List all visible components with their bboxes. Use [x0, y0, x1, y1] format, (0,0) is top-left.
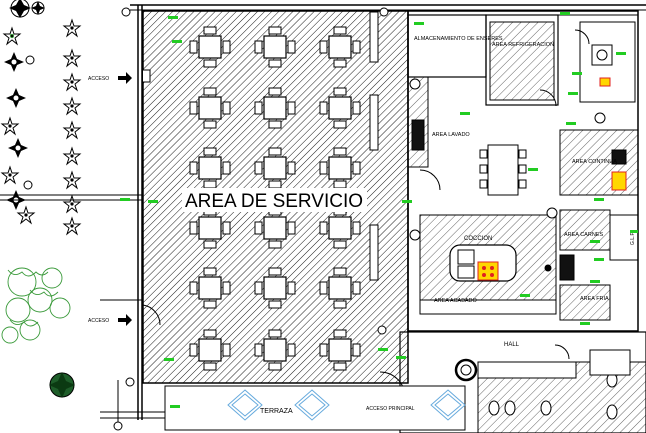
terrace-label: TERRAZA	[260, 408, 293, 415]
tree-icon	[49, 372, 75, 398]
entrances-left: ACCESO ACCESO	[88, 72, 132, 326]
service-area: AREA DE SERVICIO	[142, 10, 409, 384]
terrace: TERRAZA	[164, 385, 466, 431]
shrub-icon	[4, 52, 24, 72]
washing-label: AREA LAVADO	[432, 132, 470, 138]
glp-label: G.L.P	[630, 232, 636, 245]
grid-markers	[113, 7, 389, 431]
plant-column	[63, 19, 81, 235]
entrance-top-label: ACCESO	[88, 76, 109, 82]
entrance-main-label: ACCESO PRINCIPAL	[366, 406, 415, 412]
service-area-label: AREA DE SERVICIO	[185, 191, 363, 212]
room-labels: ALMACENAMIENTO DE ENSERES AREA REFRIGERA…	[366, 36, 636, 412]
star-plant-icon	[1, 166, 19, 184]
refrigeration-label: AREA REFRIGERACION	[492, 42, 554, 48]
lower-right	[379, 331, 646, 433]
shrub-icon	[6, 88, 26, 108]
counter-label: AREA CONTINUA	[572, 159, 617, 165]
meat-label: AREA CARNES	[564, 232, 603, 238]
hall-label: HALL	[504, 342, 520, 348]
kitchen-block	[407, 10, 639, 332]
tree-icon	[9, 0, 45, 18]
storage-label: ALMACENAMIENTO DE ENSERES	[414, 36, 503, 42]
star-plant-icon	[17, 206, 35, 224]
stove-icon	[477, 261, 499, 281]
shrub-icon	[8, 138, 28, 158]
toilet-icon	[488, 372, 618, 420]
dimension-marks	[120, 12, 638, 408]
landscape-left	[1, 0, 81, 398]
finishing-label: AREA ACABADO	[434, 298, 478, 304]
star-plant-icon	[3, 27, 21, 45]
entrance-left-label: ACCESO	[88, 318, 109, 324]
star-plant-icon	[1, 117, 19, 135]
bush-cluster	[1, 267, 71, 344]
cooking-label: COCCION	[464, 236, 492, 242]
cold-label: AREA FRIA	[580, 296, 609, 302]
